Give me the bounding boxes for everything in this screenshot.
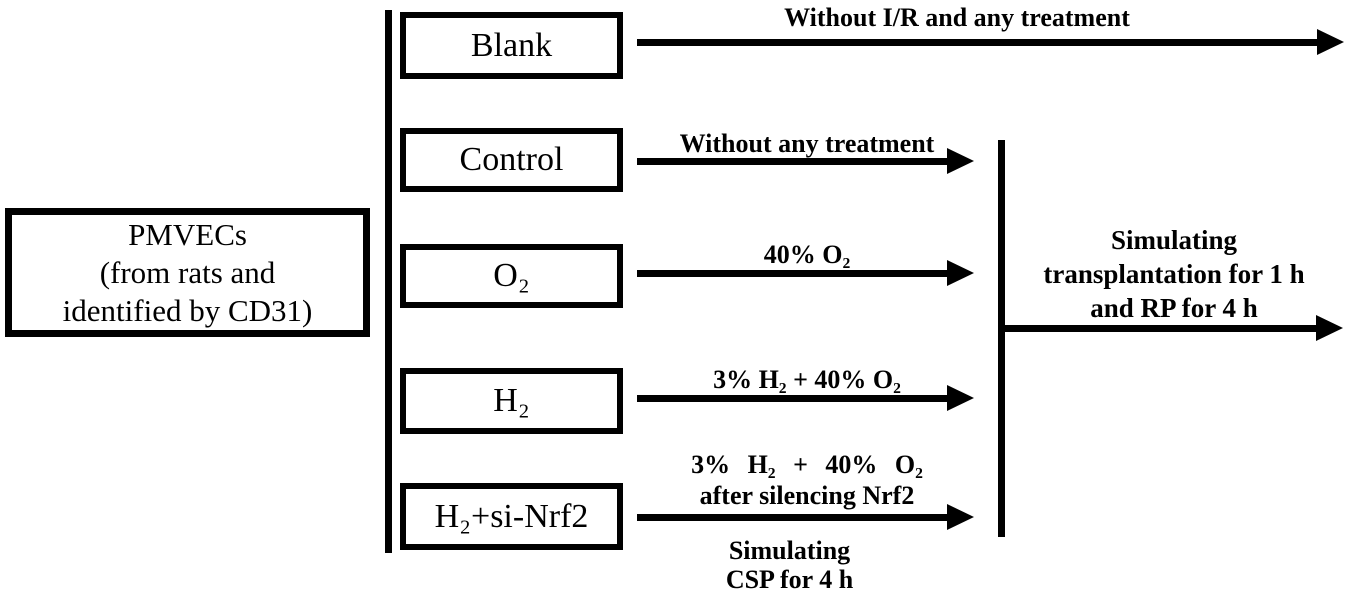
- h2-arrow-line: [637, 395, 949, 402]
- h2-si-nrf2-treatment-line-1: 3% H₂ + 40% O₂: [691, 450, 923, 479]
- control-treatment-label: Without any treatment: [679, 129, 935, 158]
- csp-phase-label: Simulating CSP for 4 h: [657, 536, 922, 594]
- group-branch-line: [385, 10, 392, 553]
- group-label-h2: H₂: [493, 382, 530, 419]
- h2-si-nrf2-treatment-label: 3% H₂ + 40% O₂ after silencing Nrf2: [627, 449, 987, 511]
- h2-si-nrf2-arrow-head-icon: [947, 504, 974, 530]
- group-label-o2: O₂: [493, 257, 530, 294]
- blank-arrow-line: [637, 39, 1319, 46]
- group-label-control: Control: [459, 141, 564, 178]
- blank-treatment-label: Without I/R and any treatment: [784, 3, 1130, 32]
- o2-arrow-head-icon: [947, 260, 974, 286]
- transplantation-phase-label: Simulating transplantation for 1 h and R…: [1008, 223, 1340, 325]
- blank-arrow-head-icon: [1317, 29, 1344, 55]
- control-arrow-head-icon: [947, 148, 974, 174]
- h2-si-nrf2-treatment-line-2: after silencing Nrf2: [699, 481, 915, 510]
- o2-arrow-line: [637, 270, 949, 277]
- group-box-o2: O₂: [400, 244, 623, 308]
- group-box-h2-si-nrf2: H₂+si-Nrf2: [400, 483, 623, 550]
- o2-treatment-label: 40% O₂: [763, 240, 851, 269]
- transplantation-arrow-head-icon: [1316, 315, 1343, 341]
- control-arrow-line: [637, 158, 949, 165]
- transplantation-phase-line-3: and RP for 4 h: [1090, 293, 1258, 323]
- transplantation-phase-line-1: Simulating: [1110, 225, 1238, 255]
- group-label-h2-si-nrf2: H₂+si-Nrf2: [434, 497, 589, 535]
- transplantation-arrow-line: [1005, 325, 1318, 332]
- h2-arrow-head-icon: [947, 385, 974, 411]
- pmvecs-subtitle-2: identified by CD31): [62, 292, 313, 328]
- group-box-control: Control: [400, 128, 623, 192]
- csp-phase-line-1: Simulating: [728, 536, 851, 565]
- group-box-blank: Blank: [400, 12, 623, 79]
- group-label-blank: Blank: [470, 26, 553, 64]
- pmvecs-title: PMVECs: [128, 216, 247, 252]
- transplantation-phase-line-2: transplantation for 1 h: [1043, 259, 1305, 289]
- treatment-junction-line: [998, 140, 1005, 537]
- pmvecs-subtitle-1: (from rats and: [99, 254, 276, 290]
- pmvecs-source-box: PMVECs (from rats and identified by CD31…: [5, 208, 370, 337]
- h2-treatment-label: 3% H₂ + 40% O₂: [713, 365, 901, 394]
- csp-phase-line-2: CSP for 4 h: [725, 565, 854, 594]
- group-box-h2: H₂: [400, 368, 623, 434]
- h2-si-nrf2-arrow-line: [637, 514, 949, 521]
